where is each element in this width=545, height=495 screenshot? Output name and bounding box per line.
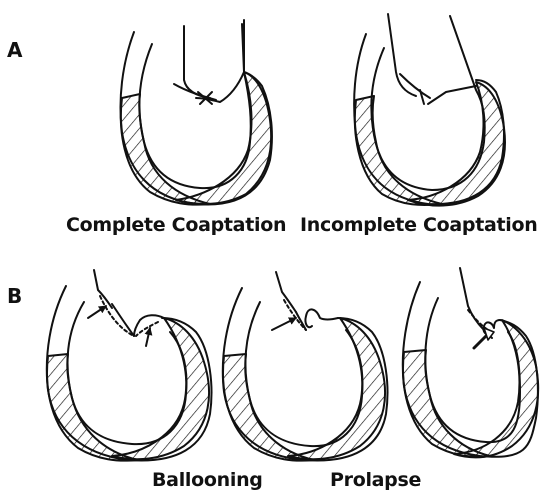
leaflet-posterior-normal <box>136 322 158 336</box>
aortic-wall-left <box>276 272 296 312</box>
ballooning-valve <box>47 270 212 461</box>
arrow-anterior-leaflet <box>272 318 296 330</box>
arrow-open-posterior-leaflet <box>474 336 486 348</box>
leaflet-anterior <box>112 304 134 336</box>
arrow-anterior-leaflet <box>88 306 106 318</box>
myocardium-wall-inner <box>139 24 250 188</box>
incomplete-coaptation-valve <box>354 14 505 206</box>
arrow-posterior-leaflet <box>146 328 150 346</box>
aortic-wall-left <box>460 268 484 330</box>
myocardium-hatched-right <box>112 318 209 459</box>
myocardium-hatched-left <box>355 96 442 205</box>
myocardium-hatched-right <box>288 318 385 459</box>
prolapse-valve-advanced <box>403 268 538 457</box>
leaflet-anterior <box>400 74 430 98</box>
leaflet-anterior <box>174 84 216 100</box>
myocardium-hatched-left <box>47 354 138 461</box>
leaflet-anterior-normal <box>284 300 306 330</box>
myocardium-hatched-right <box>454 320 538 457</box>
leaflet-posterior <box>428 86 476 104</box>
prolapse-valve-mild <box>223 272 388 461</box>
complete-coaptation-valve <box>121 20 272 205</box>
leaflet-posterior-prolapsed <box>305 309 338 327</box>
aortic-wall-left <box>184 26 210 98</box>
